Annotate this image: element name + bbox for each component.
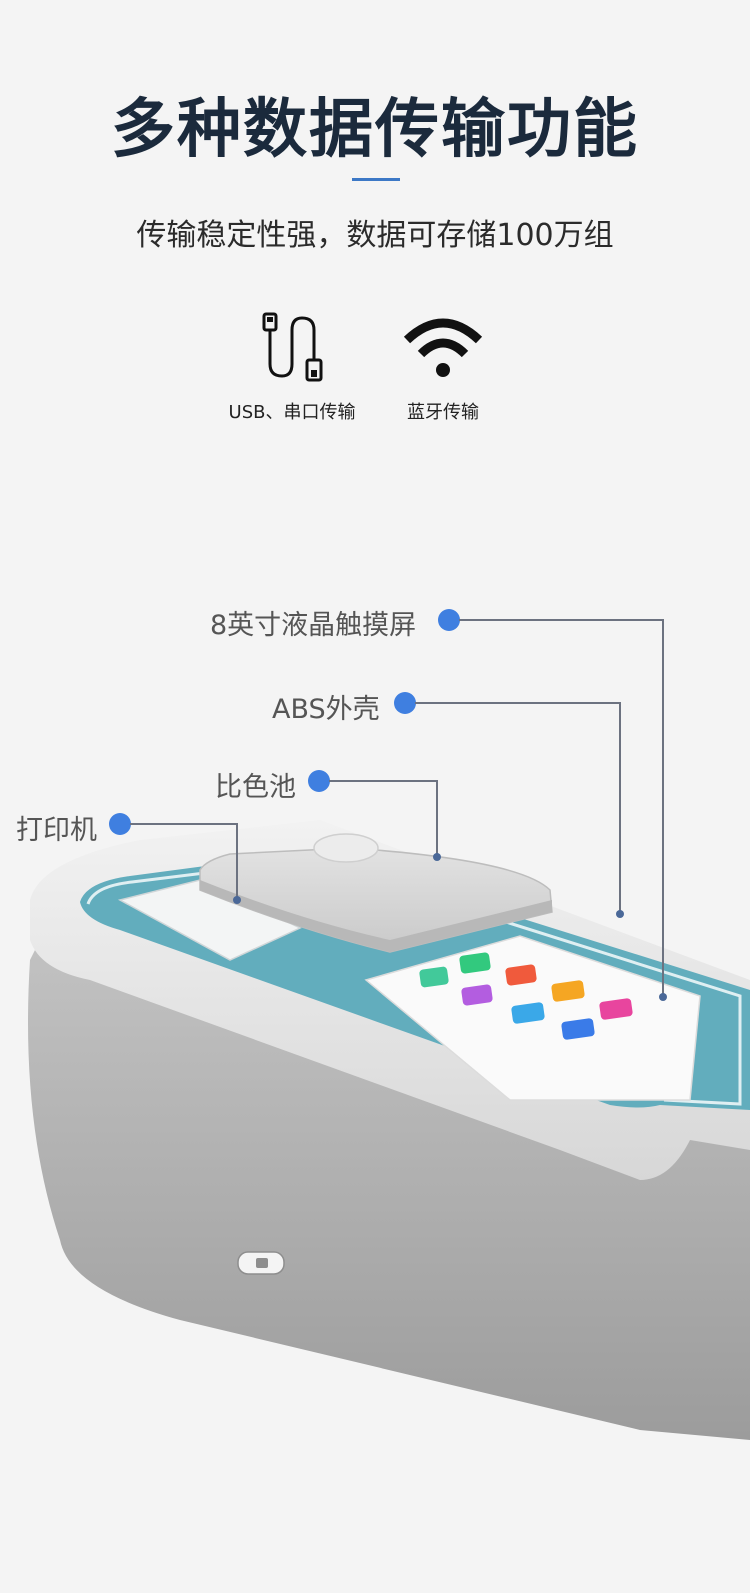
callout-shell-dot (394, 692, 416, 714)
page-title: 多种数据传输功能 (111, 93, 639, 167)
usb-cable-icon (262, 312, 323, 382)
wifi-icon (403, 318, 483, 377)
callout-shell-line (415, 702, 620, 704)
callout-printer-label: 打印机 (16, 815, 97, 846)
callout-cuvette-pin (433, 853, 441, 861)
callout-cuvette-dot (308, 770, 330, 792)
feature-usb: USB、串口传输 (212, 312, 372, 424)
page-subtitle: 传输稳定性强，数据可存储100万组 (136, 218, 614, 253)
printer-slot (117, 879, 302, 961)
callout-screen-dot (438, 609, 460, 631)
callout-cuvette-line (329, 780, 437, 782)
callout-cuvette-label: 比色池 (215, 772, 296, 803)
callout-printer-line (130, 823, 237, 825)
callout-screen-pin (659, 993, 667, 1001)
feature-bluetooth-label: 蓝牙传输 (407, 402, 479, 423)
screen-tiles (419, 952, 633, 1040)
callout-screen-line (459, 619, 663, 621)
callout-shell-label: ABS外壳 (272, 694, 380, 725)
callout-printer-dot (109, 813, 131, 835)
callout-screen-label: 8英寸液晶触摸屏 (210, 610, 417, 641)
callout-printer-pin (233, 896, 241, 904)
spectrophotometer-image (28, 820, 750, 1440)
title-underline (352, 178, 400, 181)
feature-bluetooth: 蓝牙传输 (383, 312, 503, 424)
lid-knob (313, 833, 379, 863)
feature-usb-label: USB、串口传输 (228, 402, 356, 423)
callout-shell-pin (616, 910, 624, 918)
